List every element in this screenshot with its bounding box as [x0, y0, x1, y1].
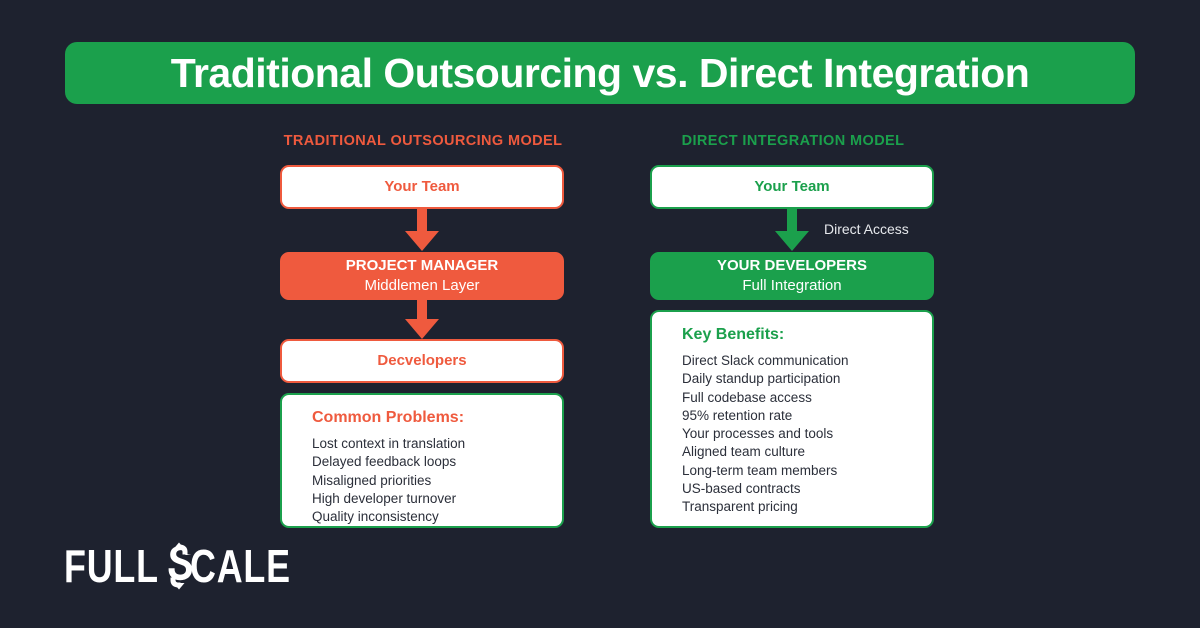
arrow-direct-access-icon	[775, 209, 809, 251]
logo-text-before: FULL	[64, 540, 159, 592]
direct-integration-column: DIRECT INTEGRATION MODEL Your Team Direc…	[638, 130, 948, 528]
list-item: Daily standup participation	[682, 371, 841, 387]
common-problems-panel: Common Problems: Lost context in transla…	[280, 393, 564, 528]
left-developers-box: Decvelopers	[280, 339, 564, 383]
key-benefits-panel: Key Benefits: Direct Slack communication…	[650, 310, 934, 528]
list-item: Full codebase access	[682, 389, 812, 405]
project-manager-box: PROJECT MANAGER Middlemen Layer	[280, 252, 564, 300]
list-item: US-based contracts	[682, 481, 801, 497]
left-column-heading: TRADITIONAL OUTSOURCING MODEL	[283, 133, 563, 149]
list-item: Delayed feedback loops	[312, 454, 457, 470]
left-your-team-box: Your Team	[280, 165, 564, 209]
right-column-heading: DIRECT INTEGRATION MODEL	[681, 133, 905, 149]
right-your-team-box: Your Team	[650, 165, 934, 209]
key-benefits-list: Direct Slack communication Daily standup…	[682, 352, 849, 517]
list-item: Quality inconsistency	[312, 509, 439, 525]
list-item: Misaligned priorities	[312, 472, 432, 488]
list-item: 95% retention rate	[682, 407, 793, 423]
list-item: Transparent pricing	[682, 499, 798, 515]
arrow-manager-to-developers-icon	[405, 300, 439, 339]
your-developers-title: YOUR DEVELOPERS	[716, 256, 868, 274]
common-problems-heading: Common Problems:	[312, 409, 465, 426]
arrow-team-to-manager-icon	[405, 209, 439, 251]
left-your-team-label: Your Team	[384, 177, 460, 195]
project-manager-title: PROJECT MANAGER	[345, 256, 499, 274]
common-problems-list: Lost context in translation Delayed feed…	[312, 435, 465, 526]
list-item: Direct Slack communication	[682, 353, 849, 368]
project-manager-subtitle: Middlemen Layer	[364, 276, 480, 294]
your-developers-subtitle: Full Integration	[742, 276, 842, 294]
title-banner: Traditional Outsourcing vs. Direct Integ…	[65, 42, 1135, 104]
page-title: Traditional Outsourcing vs. Direct Integ…	[170, 49, 1030, 96]
list-item: High developer turnover	[312, 490, 457, 506]
logo-text-after: CALE	[189, 540, 291, 592]
direct-access-label: Direct Access	[824, 221, 909, 237]
list-item: Lost context in translation	[312, 436, 466, 451]
list-item: Aligned team culture	[682, 444, 806, 460]
full-scale-logo: FULL CALE	[64, 542, 319, 590]
your-developers-box: YOUR DEVELOPERS Full Integration	[650, 252, 934, 300]
traditional-outsourcing-column: TRADITIONAL OUTSOURCING MODEL Your Team …	[268, 130, 578, 528]
list-item: Your processes and tools	[682, 426, 834, 442]
logo-s-arrow-icon	[164, 542, 194, 590]
left-developers-label: Decvelopers	[377, 351, 467, 369]
list-item: Long-term team members	[682, 462, 838, 478]
right-your-team-label: Your Team	[754, 177, 830, 195]
key-benefits-heading: Key Benefits:	[682, 326, 785, 343]
